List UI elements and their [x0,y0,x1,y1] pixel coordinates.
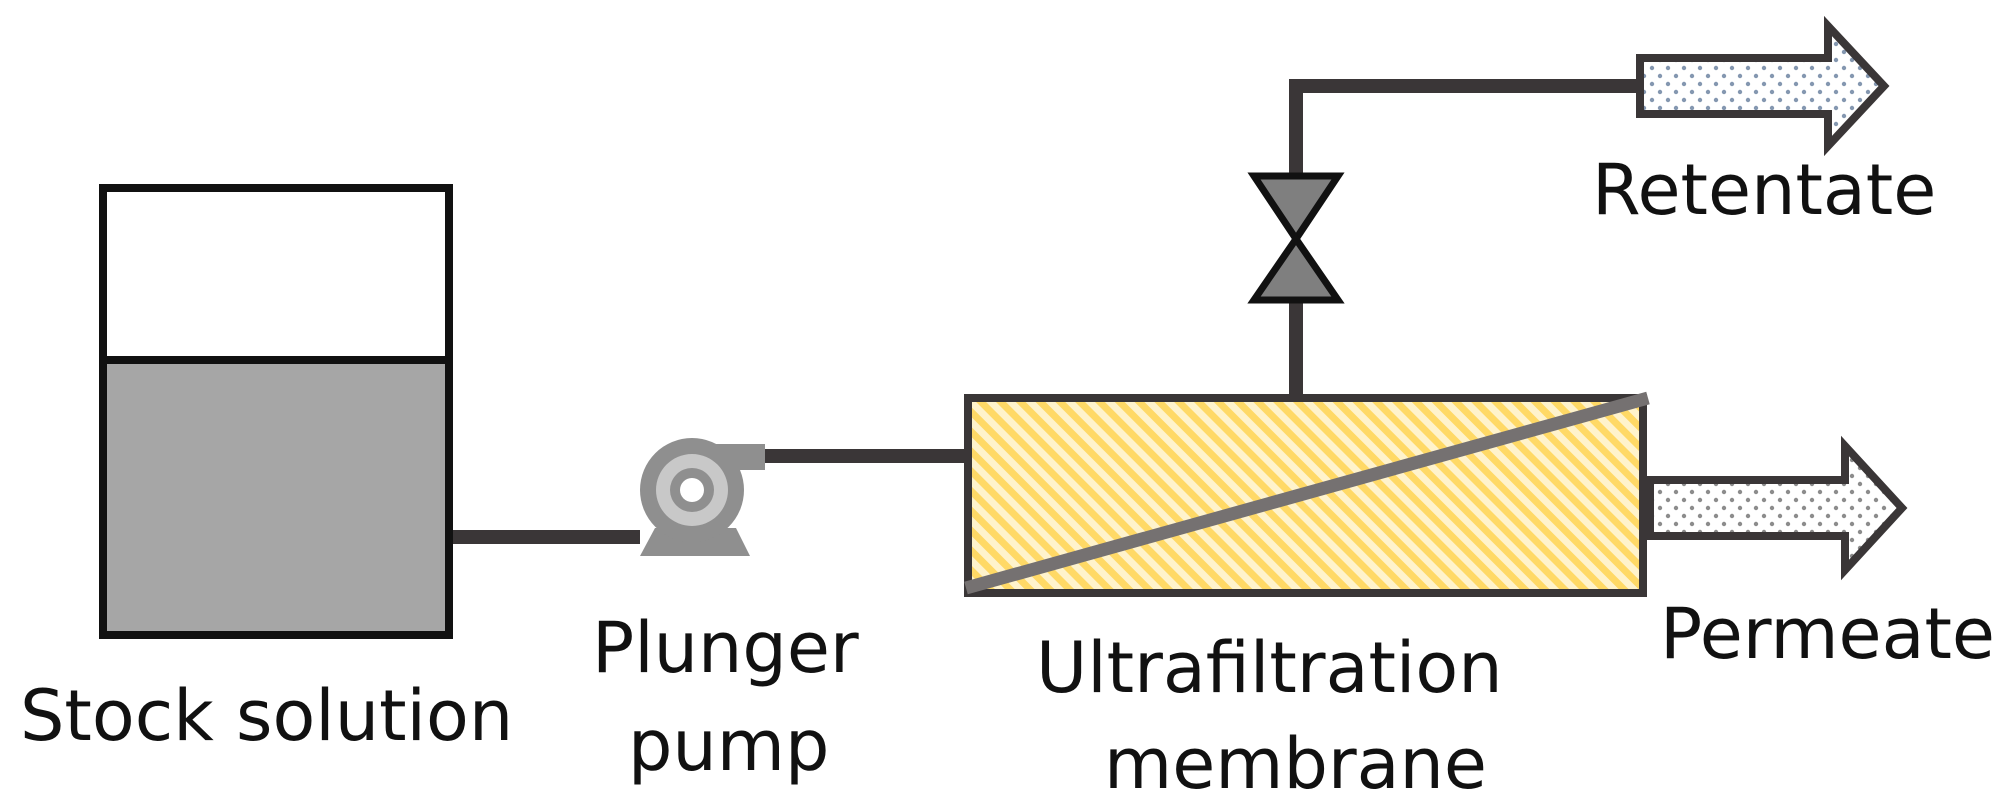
plunger-pump [640,438,765,556]
membrane-sheet [964,391,1650,595]
valve-icon [1247,172,1345,304]
tank-headspace [99,184,453,364]
retentate-arrow [1636,15,1890,157]
label-stock-solution: Stock solution [20,675,513,757]
label-retentate: Retentate [1592,149,1936,231]
label-permeate: Permeate [1660,593,1995,675]
label-ultrafiltration: Ultrafiltration [1036,627,1503,709]
arrow-right-icon [1646,435,1908,581]
valve-lower-triangle [1247,232,1345,304]
ultrafiltration-membrane [964,391,1650,597]
label-plunger: Plunger [592,607,859,689]
stock-solution-tank [99,184,453,639]
valve-upper-triangle [1247,172,1345,246]
labels: Stock solution Plunger pump Ultrafiltrat… [20,149,1995,805]
permeate-arrow [1646,435,1908,581]
label-membrane: membrane [1104,723,1487,805]
arrow-right-icon [1636,15,1890,157]
piping [445,79,1640,544]
pump-hub [680,478,704,502]
label-pump: pump [628,705,829,787]
tank-liquid [99,356,453,639]
